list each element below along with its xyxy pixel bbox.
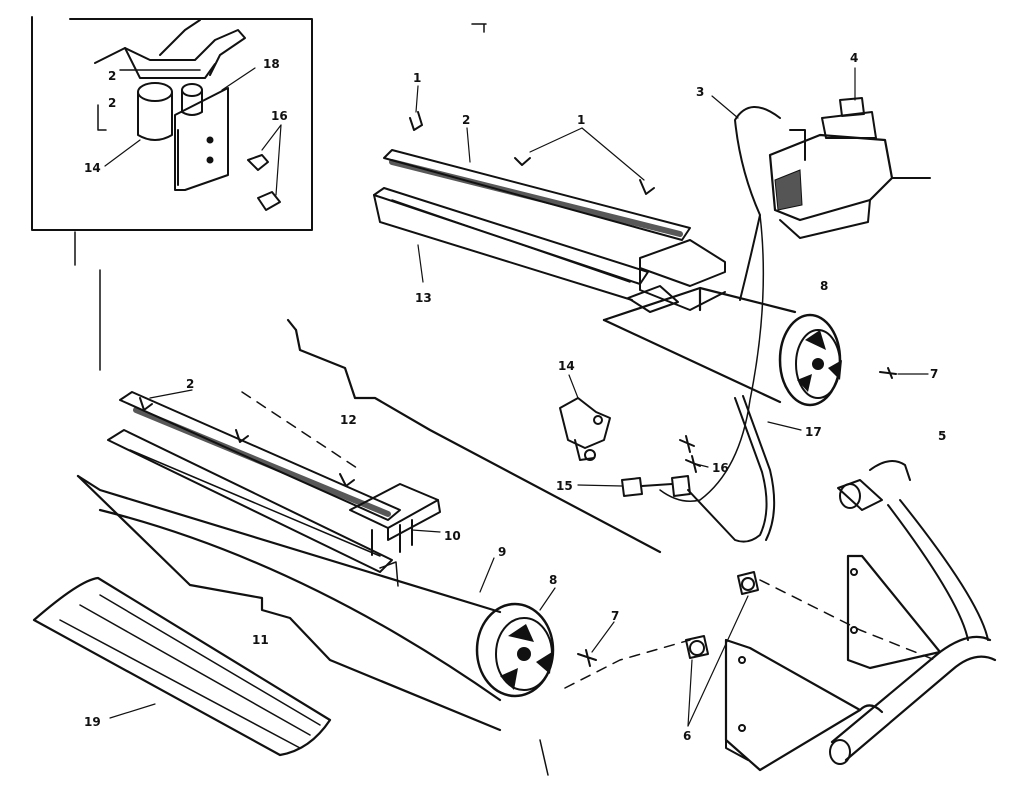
callout-2-inset-a: 2 — [108, 69, 116, 83]
boundary-line-11 — [76, 474, 502, 732]
callout-12: 12 — [340, 413, 357, 427]
callout-2-lower: 2 — [186, 377, 194, 391]
callout-13: 13 — [415, 291, 432, 305]
callout-8-lower: 8 — [549, 573, 557, 587]
middle-parts: 14 12 17 5 16 15 — [340, 359, 946, 543]
manifold-brackets: 6 — [683, 499, 997, 772]
lower-burner-assembly: 2 10 9 8 7 — [76, 377, 936, 702]
callout-10: 10 — [444, 529, 461, 543]
callout-9: 9 — [498, 545, 506, 559]
callout-1-right: 1 — [577, 113, 585, 127]
callout-14-middle: 14 — [558, 359, 575, 373]
callout-11: 11 — [252, 633, 269, 647]
callout-6: 6 — [683, 729, 691, 743]
boundary-line-12 — [294, 328, 662, 554]
callout-3: 3 — [696, 85, 704, 99]
callout-7-lower: 7 — [611, 609, 619, 623]
callout-8-top: 8 — [820, 279, 828, 293]
callout-16-inset: 16 — [271, 109, 288, 123]
callout-1-left: 1 — [413, 71, 421, 85]
inset-detail: 2 2 18 16 14 — [31, 16, 313, 266]
top-burner-assembly: 1 1 2 3 4 13 8 7 — [373, 51, 938, 502]
callout-2-inset-b: 2 — [108, 96, 116, 110]
callout-19: 19 — [84, 715, 101, 729]
callout-16-middle: 16 — [712, 461, 729, 475]
callout-15: 15 — [556, 479, 573, 493]
boundary-line-12-tick — [286, 318, 298, 332]
callout-18: 18 — [263, 57, 280, 71]
callout-2-top: 2 — [462, 113, 470, 127]
callout-7-top: 7 — [930, 367, 938, 381]
callout-14-inset: 14 — [84, 161, 101, 175]
heat-deflector-19: 19 — [32, 576, 549, 776]
callout-4: 4 — [850, 51, 858, 65]
registration-mark — [471, 23, 487, 33]
callout-5: 5 — [938, 429, 946, 443]
callout-17: 17 — [805, 425, 822, 439]
